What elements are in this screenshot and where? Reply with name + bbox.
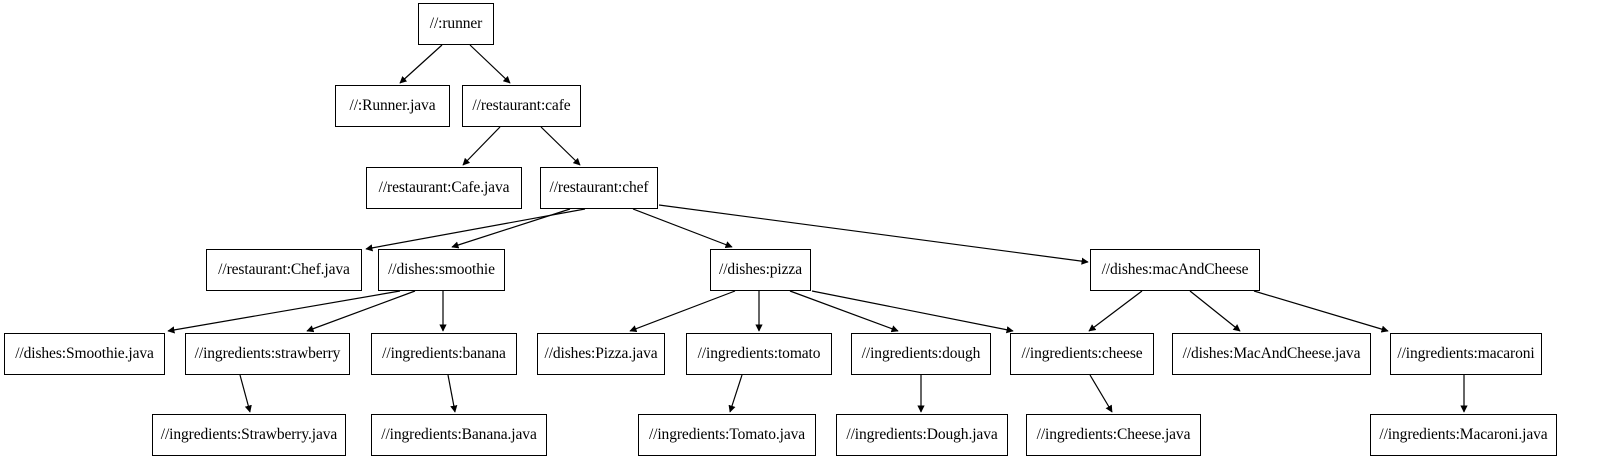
graph-edge-macandcheese-to-cheese [1088,290,1143,332]
graph-edge-cafe-to-chef [540,126,581,166]
graph-node-pizza[interactable]: //dishes:pizza [710,249,811,291]
graph-edge-macandcheese-to-macandcheese_java [1189,290,1241,332]
graph-node-pizza_java[interactable]: //dishes:Pizza.java [537,333,665,375]
graph-node-macandcheese[interactable]: //dishes:macAndCheese [1090,249,1260,291]
graph-node-strawberry_java[interactable]: //ingredients:Strawberry.java [152,414,346,456]
graph-node-cafe[interactable]: //restaurant:cafe [462,85,581,127]
graph-node-banana_java[interactable]: //ingredients:Banana.java [371,414,547,456]
graph-node-runner[interactable]: //:runner [418,3,494,45]
graph-node-chef[interactable]: //restaurant:chef [540,167,658,209]
graph-edge-smoothie-to-strawberry [306,290,416,333]
graph-node-dough[interactable]: //ingredients:dough [851,333,991,375]
graph-edge-tomato-to-tomato_java [728,374,743,413]
graph-edge-pizza-to-pizza_java [629,290,736,333]
graph-node-chef_java[interactable]: //restaurant:Chef.java [206,249,362,291]
graph-node-runner_java[interactable]: //:Runner.java [335,85,450,127]
graph-edge-cheese-to-cheese_java [1089,374,1113,413]
graph-edge-pizza-to-dough [789,290,899,333]
graph-node-smoothie[interactable]: //dishes:smoothie [378,249,505,291]
graph-edge-runner-to-runner_java [399,44,443,84]
graph-node-cheese[interactable]: //ingredients:cheese [1010,333,1154,375]
graph-edge-runner-to-cafe [469,44,511,84]
graph-edge-macandcheese-to-macaroni [1253,290,1389,333]
graph-edge-pizza-to-cheese [811,290,1014,334]
graph-node-cheese_java[interactable]: //ingredients:Cheese.java [1026,414,1201,456]
graph-node-tomato_java[interactable]: //ingredients:Tomato.java [638,414,816,456]
graph-edge-chef-to-smoothie [451,208,571,249]
graph-node-strawberry[interactable]: //ingredients:strawberry [185,333,350,375]
graph-node-dough_java[interactable]: //ingredients:Dough.java [836,414,1008,456]
graph-node-cafe_java[interactable]: //restaurant:Cafe.java [366,167,522,209]
graph-edge-chef-to-chef_java [365,208,586,252]
graph-node-macaroni_java[interactable]: //ingredients:Macaroni.java [1370,414,1557,456]
graph-node-macandcheese_java[interactable]: //dishes:MacAndCheese.java [1172,333,1371,375]
graph-edge-chef-to-pizza [632,208,733,249]
graph-edge-strawberry-to-strawberry_java [239,374,252,413]
graph-node-tomato[interactable]: //ingredients:tomato [686,333,832,375]
graph-node-macaroni[interactable]: //ingredients:macaroni [1390,333,1542,375]
graph-node-smoothie_java[interactable]: //dishes:Smoothie.java [4,333,165,375]
graph-edge-banana-to-banana_java [447,374,458,413]
graph-edge-cafe-to-cafe_java [462,126,501,166]
graph-edge-smoothie-to-smoothie_java [167,290,401,334]
graph-node-banana[interactable]: //ingredients:banana [371,333,517,375]
